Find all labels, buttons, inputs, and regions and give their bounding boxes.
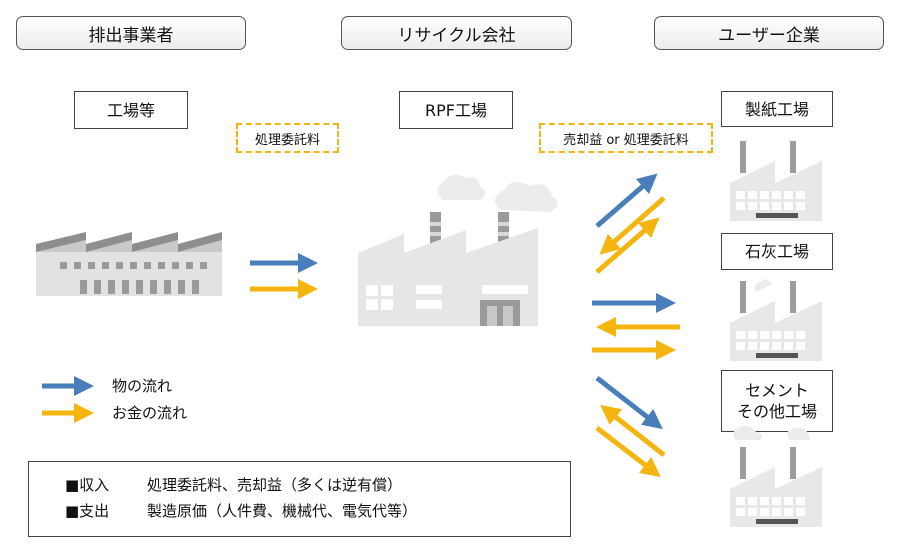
header-recycler: リサイクル会社 — [341, 16, 572, 50]
money-arrow-rpf-to-cement — [595, 426, 661, 478]
rpf-factory-icon — [358, 174, 558, 326]
emitter-factory-icon — [36, 232, 222, 296]
income-expense-summary: ■収入 処理委託料、売却益（多くは逆有償） ■支出 製造原価（人件費、機械代、電… — [28, 461, 571, 537]
fee-sale-or-processing: 売却益 or 処理委託料 — [539, 123, 713, 153]
expense-row: ■支出 製造原価（人件費、機械代、電気代等） — [65, 498, 570, 524]
header-user: ユーザー企業 — [654, 16, 884, 50]
label-rpf-factory: RPF工場 — [399, 91, 513, 129]
lime-plant-icon — [730, 279, 822, 361]
legend-money: お金の流れ — [112, 404, 188, 422]
income-row: ■収入 処理委託料、売却益（多くは逆有償） — [65, 472, 570, 498]
label-cement-line2: その他工場 — [736, 402, 817, 421]
label-cement-other: セメント その他工場 — [721, 370, 833, 432]
label-cement-line1: セメント — [745, 381, 809, 400]
income-key: ■収入 — [65, 476, 110, 494]
cement-plant-icon — [730, 425, 822, 527]
label-paper-mill: 製紙工場 — [721, 91, 833, 127]
goods-arrow-rpf-to-cement — [595, 376, 663, 430]
paper-mill-icon — [730, 141, 822, 221]
label-lime-plant: 石灰工場 — [721, 233, 833, 270]
fee-processing: 処理委託料 — [236, 123, 339, 153]
label-factory: 工場等 — [74, 91, 188, 129]
legend-goods: 物の流れ — [112, 377, 173, 395]
money-arrow-paper-to-rpf — [599, 196, 666, 255]
header-emitter: 排出事業者 — [16, 16, 246, 50]
money-arrow-rpf-to-paper — [595, 217, 660, 274]
income-value: 処理委託料、売却益（多くは逆有償） — [147, 476, 403, 494]
expense-key: ■支出 — [65, 502, 110, 520]
goods-arrow-rpf-to-paper — [595, 173, 658, 228]
expense-value: 製造原価（人件費、機械代、電気代等） — [147, 502, 418, 520]
money-arrow-cement-to-rpf — [600, 404, 666, 457]
